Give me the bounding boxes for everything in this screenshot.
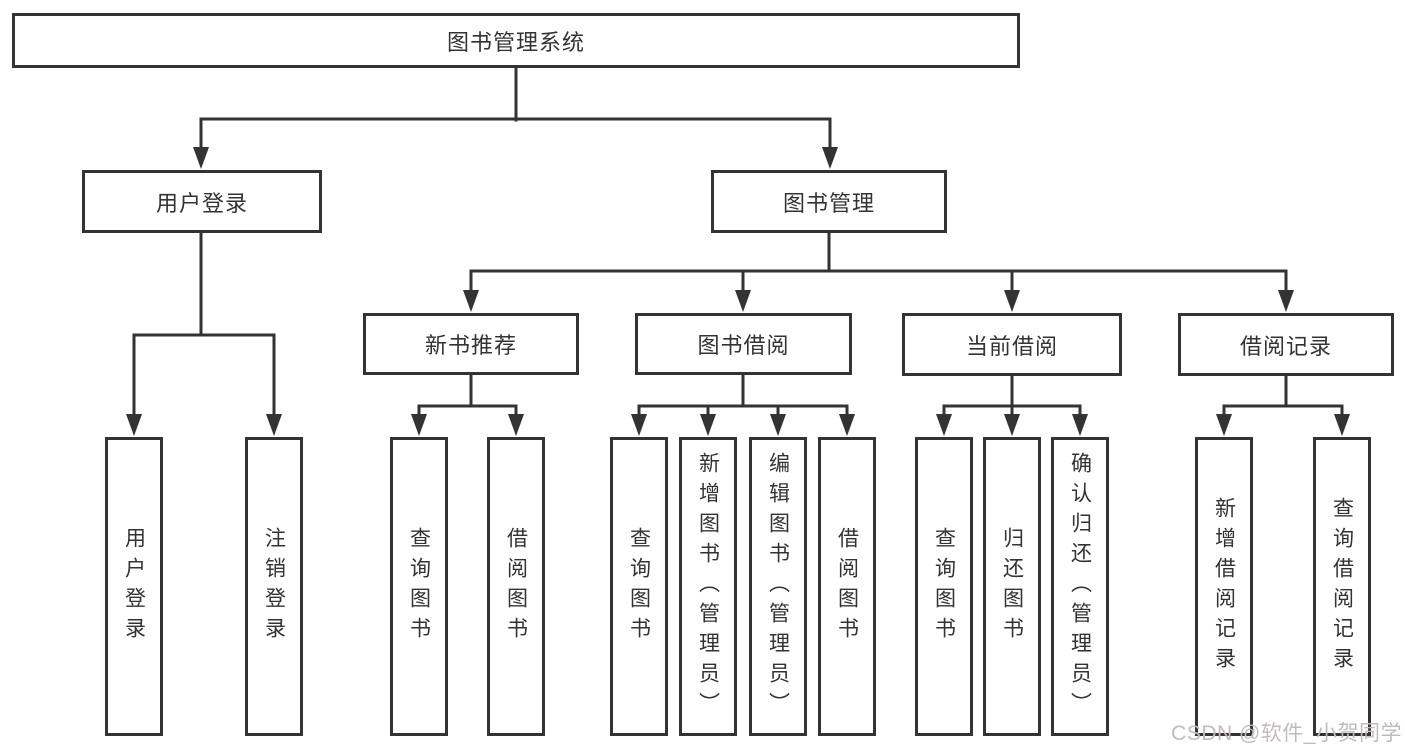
leaf-label: 确认归还（管理员） bbox=[1068, 451, 1092, 722]
leaf-current-return-books: 归还图书 bbox=[983, 437, 1041, 736]
node-label: 图书管理 bbox=[782, 190, 875, 216]
leaf-user-login: 用户登录 bbox=[105, 437, 163, 736]
leaf-label: 查询图书 bbox=[407, 526, 431, 647]
leaf-borrowing-add-books-admin: 新增图书（管理员） bbox=[679, 437, 737, 736]
node-new-book-recommend: 新书推荐 bbox=[363, 313, 579, 375]
watermark-text: CSDN @软件_小贺同学 bbox=[1171, 722, 1402, 745]
node-label: 用户登录 bbox=[155, 190, 248, 216]
leaf-label: 注销登录 bbox=[262, 526, 286, 647]
leaf-label: 借阅图书 bbox=[504, 526, 528, 647]
node-current-borrowing: 当前借阅 bbox=[902, 313, 1122, 376]
leaf-label: 新增借阅记录 bbox=[1212, 496, 1236, 677]
leaf-label: 查询图书 bbox=[627, 526, 651, 647]
leaf-current-confirm-return-admin: 确认归还（管理员） bbox=[1051, 437, 1109, 736]
leaf-records-query-record: 查询借阅记录 bbox=[1313, 437, 1371, 736]
node-label: 新书推荐 bbox=[424, 333, 517, 358]
leaf-label: 编辑图书（管理员） bbox=[766, 451, 790, 722]
node-borrow-records: 借阅记录 bbox=[1178, 313, 1394, 376]
node-user-login: 用户登录 bbox=[82, 170, 322, 233]
leaf-label: 归还图书 bbox=[1000, 526, 1024, 647]
leaf-recommend-borrow-books: 借阅图书 bbox=[487, 437, 545, 736]
leaf-borrowing-edit-books-admin: 编辑图书（管理员） bbox=[749, 437, 807, 736]
node-label: 当前借阅 bbox=[965, 333, 1058, 359]
leaf-borrowing-query-books: 查询图书 bbox=[610, 437, 668, 736]
leaf-logout: 注销登录 bbox=[245, 437, 303, 736]
node-label: 图书借阅 bbox=[697, 333, 790, 358]
node-label: 借阅记录 bbox=[1239, 333, 1332, 359]
leaf-borrowing-borrow-books: 借阅图书 bbox=[818, 437, 876, 736]
leaf-label: 用户登录 bbox=[122, 526, 146, 647]
leaf-label: 新增图书（管理员） bbox=[696, 451, 720, 722]
node-label: 图书管理系统 bbox=[446, 29, 585, 55]
leaf-recommend-query-books: 查询图书 bbox=[390, 437, 448, 736]
leaf-current-query-books: 查询图书 bbox=[915, 437, 973, 736]
node-book-management: 图书管理 bbox=[711, 170, 947, 233]
node-book-management-system: 图书管理系统 bbox=[12, 13, 1020, 68]
leaf-label: 查询借阅记录 bbox=[1330, 496, 1354, 677]
leaf-label: 借阅图书 bbox=[835, 526, 859, 647]
node-book-borrowing: 图书借阅 bbox=[635, 313, 852, 375]
leaf-records-add-record: 新增借阅记录 bbox=[1195, 437, 1253, 736]
leaf-label: 查询图书 bbox=[932, 526, 956, 647]
